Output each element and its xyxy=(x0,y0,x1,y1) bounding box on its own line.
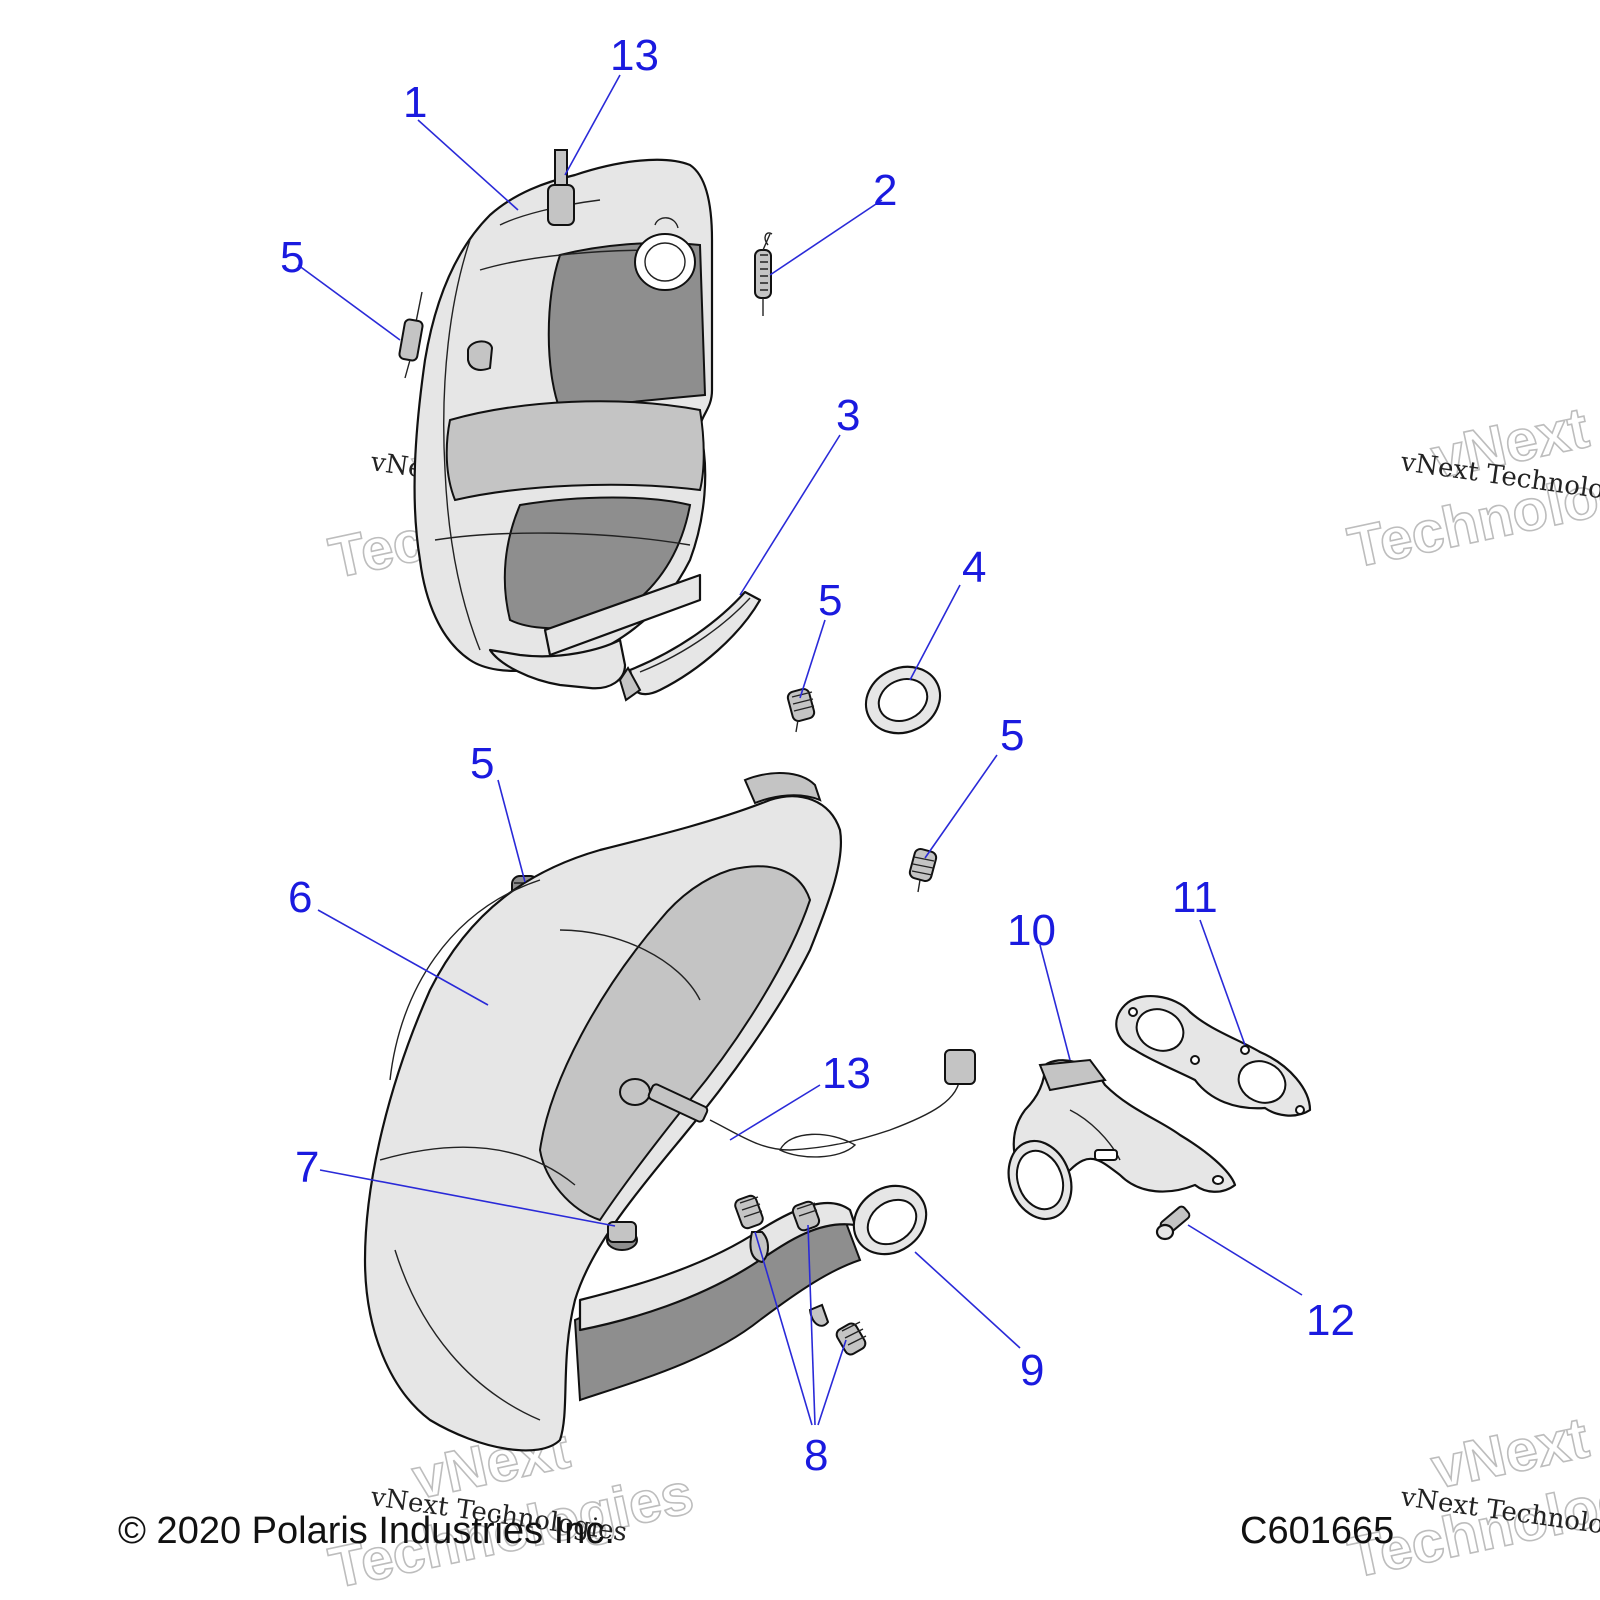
part-o2-sensor xyxy=(647,1049,976,1158)
callout-2: 2 xyxy=(873,166,897,215)
leader-9 xyxy=(914,1251,1021,1349)
callout-5a: 5 xyxy=(280,233,304,282)
callout-6: 6 xyxy=(288,873,312,922)
callout-3: 3 xyxy=(836,391,860,440)
leader-5a xyxy=(297,264,401,341)
leader-8b xyxy=(807,1224,816,1426)
leader-6 xyxy=(317,909,489,1006)
leader-7 xyxy=(319,1169,616,1227)
part-muffler xyxy=(413,149,714,690)
callout-7: 7 xyxy=(295,1143,319,1192)
leader-2 xyxy=(769,199,883,276)
part-heat-shield-clip xyxy=(618,590,762,702)
callout-9: 9 xyxy=(1020,1346,1044,1395)
leader-5d xyxy=(924,754,998,859)
callout-labels: 13 1 2 5 3 5 4 5 5 6 11 10 13 7 12 9 8 xyxy=(280,31,1355,1480)
leader-8a xyxy=(754,1231,813,1426)
part-exhaust-manifold xyxy=(1007,1058,1237,1221)
leader-5c xyxy=(497,779,526,883)
part-bolt xyxy=(1155,1205,1191,1241)
callout-12: 12 xyxy=(1306,1296,1355,1345)
diagram-code: C601665 xyxy=(1240,1510,1395,1552)
leader-13-top xyxy=(564,74,621,176)
callout-5d: 5 xyxy=(1000,711,1024,760)
leader-5b xyxy=(799,619,826,699)
part-spring-5b xyxy=(786,688,816,733)
copyright-text: © 2020 Polaris Industries Inc. xyxy=(118,1510,615,1552)
leader-8c xyxy=(817,1339,847,1426)
callout-4: 4 xyxy=(962,543,986,592)
callout-11: 11 xyxy=(1172,873,1218,922)
part-flange-gasket xyxy=(1115,995,1312,1117)
leader-3 xyxy=(739,434,841,596)
callout-1: 1 xyxy=(403,78,427,127)
watermark-bottom-right: vNext Technologies xyxy=(1342,1404,1600,1591)
part-gasket-ring xyxy=(864,665,942,735)
leader-4 xyxy=(909,584,961,681)
leader-1 xyxy=(417,119,519,211)
leader-lines xyxy=(297,74,1303,1426)
callout-10: 10 xyxy=(1007,906,1056,955)
part-spring-5a xyxy=(398,291,424,379)
leader-10 xyxy=(1039,944,1071,1061)
callout-8: 8 xyxy=(804,1431,828,1480)
callout-13-bottom: 13 xyxy=(822,1049,871,1098)
leader-13-bottom xyxy=(729,1084,821,1141)
leader-12 xyxy=(1187,1224,1303,1296)
part-spring-5d xyxy=(908,848,938,893)
callout-5c: 5 xyxy=(470,739,494,788)
leader-11 xyxy=(1199,919,1246,1046)
part-spring-2 xyxy=(754,232,773,316)
part-expansion-chamber xyxy=(363,772,862,1452)
part-clamp-ring xyxy=(852,1184,928,1256)
callout-5b: 5 xyxy=(818,576,842,625)
callout-13-top: 13 xyxy=(610,31,659,80)
